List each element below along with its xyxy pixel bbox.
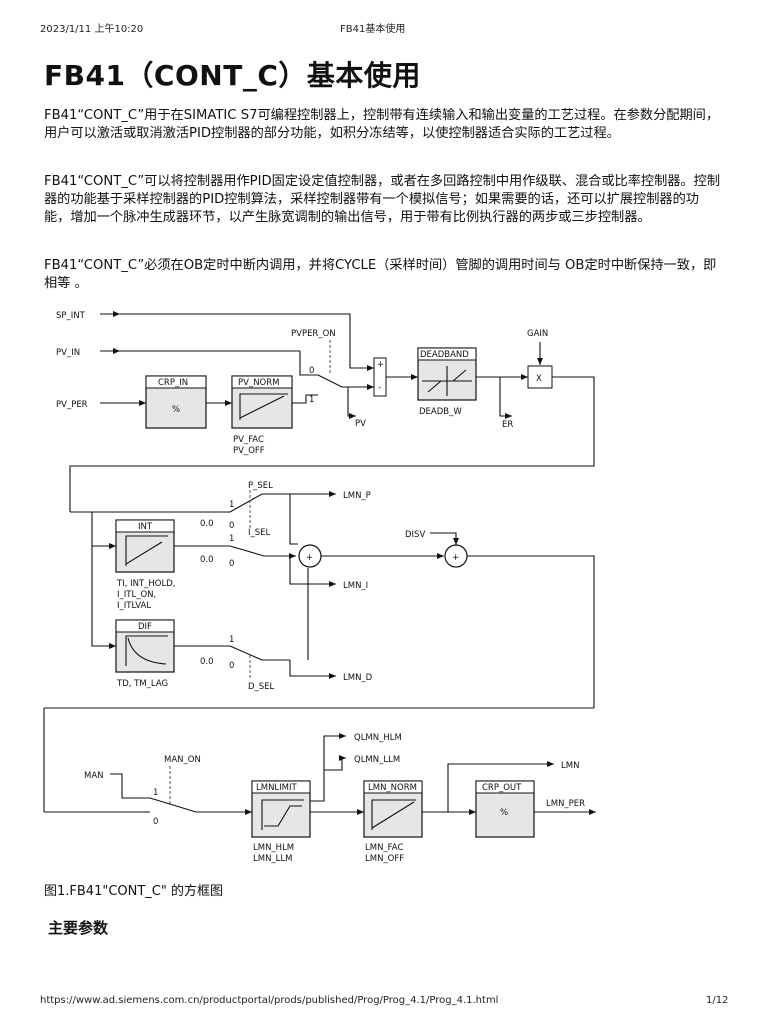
svg-text:0: 0	[229, 521, 234, 531]
qlmn-hlm-label: QLMN_HLM	[354, 733, 402, 743]
svg-text:CRP_OUT: CRP_OUT	[482, 783, 522, 793]
paragraph-call: FB41“CONT_C”必须在OB定时中断内调用，并将CYCLE（采样时间）管脚…	[44, 258, 717, 291]
svg-text:+: +	[452, 553, 459, 563]
pv-fac-label: PV_FAC	[233, 435, 264, 445]
svg-text:0: 0	[309, 366, 314, 376]
svg-text:X: X	[536, 374, 542, 384]
lmn-norm-block: LMN_NORM	[363, 780, 423, 838]
gain-multiplier: X	[527, 365, 553, 389]
d-sel-label: D_SEL	[248, 682, 275, 692]
crp-in-block: CRP_IN %	[145, 375, 207, 429]
lmnlimit-block: LMNLIMIT	[251, 780, 311, 838]
pid-sum-junction: +	[298, 544, 322, 568]
disv-label: DISV	[405, 530, 425, 540]
pv-per-label: PV_PER	[56, 400, 88, 410]
svg-text:+: +	[377, 360, 384, 370]
dif-block: DIF	[115, 619, 175, 673]
svg-text:DEADBAND: DEADBAND	[420, 350, 469, 360]
svg-text:1: 1	[153, 788, 158, 798]
deadband-block: DEADBAND	[417, 347, 477, 401]
print-header-datetime: 2023/1/11 上午10:20	[40, 24, 144, 35]
svg-text:1: 1	[309, 395, 314, 405]
svg-text:0.0: 0.0	[200, 555, 214, 565]
qlmn-llm-label: QLMN_LLM	[354, 755, 400, 765]
disv-sum-junction: +	[444, 544, 468, 568]
int-params-2: I_ITL_ON,	[117, 590, 156, 600]
int-block: INT	[115, 519, 175, 573]
lmn-d-label: LMN_D	[343, 673, 373, 683]
print-footer-page: 1/12	[706, 995, 729, 1006]
svg-text:1: 1	[229, 635, 234, 645]
svg-text:CRP_IN: CRP_IN	[158, 378, 188, 388]
svg-text:0: 0	[229, 559, 234, 569]
svg-text:1: 1	[229, 500, 234, 510]
svg-text:1: 1	[229, 534, 234, 544]
deadb-w-label: DEADB_W	[419, 407, 462, 417]
error-sum-junction: + -	[373, 357, 387, 397]
pv-in-label: PV_IN	[56, 348, 80, 358]
svg-text:0: 0	[229, 661, 234, 671]
i-sel-label: I_SEL	[248, 528, 271, 538]
pvper-on-label: PVPER_ON	[291, 329, 336, 339]
pv-off-label: PV_OFF	[233, 446, 265, 456]
sp-int-label: SP_INT	[56, 311, 86, 321]
svg-text:PV_NORM: PV_NORM	[238, 378, 279, 388]
int-params-3: I_ITLVAL	[117, 601, 151, 611]
lmn-fac-label: LMN_FAC	[365, 843, 403, 853]
page-title: FB41（CONT_C）基本使用	[44, 59, 421, 92]
paragraph-intro: FB41“CONT_C”用于在SIMATIC S7可编程控制器上，控制带有连续输…	[44, 108, 720, 141]
lmn-per-label: LMN_PER	[546, 799, 585, 809]
lmn-p-label: LMN_P	[343, 491, 371, 501]
svg-text:LMNLIMIT: LMNLIMIT	[256, 783, 298, 793]
lmn-output-label: LMN	[561, 761, 579, 771]
paragraph-function: FB41“CONT_C”可以将控制器用作PID固定设定值控制器，或者在多回路控制…	[44, 174, 721, 225]
svg-text:0.0: 0.0	[200, 519, 214, 529]
svg-text:0: 0	[153, 817, 158, 827]
dif-params: TD, TM_LAG	[116, 679, 168, 689]
print-footer-url[interactable]: https://www.ad.siemens.com.cn/productpor…	[40, 995, 499, 1006]
lmn-hlm-label: LMN_HLM	[253, 843, 294, 853]
print-header-title: FB41基本使用	[340, 24, 406, 35]
lmn-off-label: LMN_OFF	[365, 854, 404, 864]
man-label: MAN	[84, 771, 104, 781]
pv-output-label: PV	[355, 419, 366, 429]
pv-norm-block: PV_NORM	[231, 375, 293, 429]
svg-text:%: %	[500, 808, 508, 818]
p-sel-label: P_SEL	[248, 481, 273, 491]
svg-text:LMN_NORM: LMN_NORM	[368, 783, 417, 793]
int-params-1: TI, INT_HOLD,	[116, 579, 175, 589]
svg-text:0.0: 0.0	[200, 657, 214, 667]
lmn-llm-label: LMN_LLM	[253, 854, 292, 864]
er-output-label: ER	[502, 420, 513, 430]
svg-text:%: %	[172, 405, 180, 415]
gain-label: GAIN	[527, 329, 548, 339]
svg-text:+: +	[306, 553, 313, 563]
man-on-label: MAN_ON	[164, 755, 201, 765]
figure-caption: 图1.FB41"CONT_C" 的方框图	[44, 884, 223, 899]
svg-text:-: -	[378, 383, 381, 393]
svg-text:INT: INT	[138, 522, 153, 532]
lmn-i-label: LMN_I	[343, 581, 368, 591]
crp-out-block: CRP_OUT %	[475, 780, 535, 838]
section-heading: 主要参数	[48, 919, 109, 937]
svg-text:DIF: DIF	[138, 622, 152, 632]
